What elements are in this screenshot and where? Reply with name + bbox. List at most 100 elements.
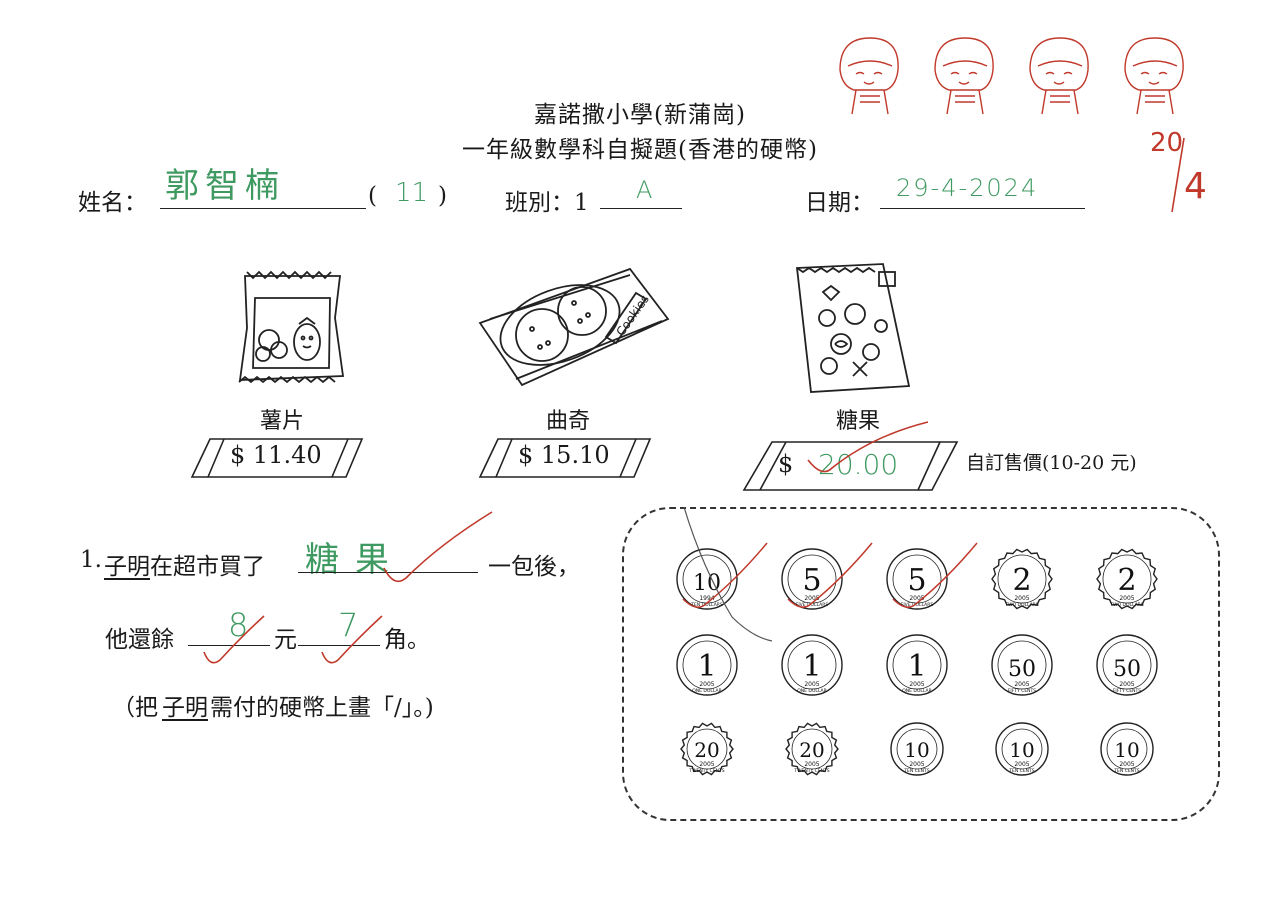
coin-rim [1001,728,1043,770]
item-name-candy: 糖果 [835,409,880,434]
coin-edge [785,722,839,776]
coin-value: 5 [907,563,926,598]
answer-item-line [298,572,478,573]
coin-year: 2005 [1119,595,1134,602]
coin-rim [686,728,728,770]
question-text-2: 一包後， [488,554,580,580]
score-mark: 20 4 [1150,128,1220,218]
number-open: ( [368,183,377,209]
coin-edge [995,722,1049,776]
coin-year: 2005 [1119,761,1134,768]
coin-value: 20 [799,738,824,762]
coin-words: FIVE DOLLARS [901,602,934,608]
coin-words: FIFTY CENTS [1113,688,1141,694]
coin-value: 1 [907,649,926,684]
coin-year: 2005 [909,595,924,602]
instruction-open: （把 [112,695,158,721]
score-value: 20 [1150,128,1184,158]
name-value: 郭智楠 [165,166,285,206]
coin-year: 2005 [1014,595,1029,602]
question-name: 子明 [104,554,150,580]
coin-value: 20 [694,738,719,762]
tick-mark [203,615,265,664]
coin-rim [682,640,732,690]
coin-value: 1 [802,649,821,684]
coin-year: 2005 [804,681,819,688]
coin-value: 50 [1113,657,1141,682]
answer-ten-cents: 7 [338,606,359,644]
number-value: 11 [395,178,429,208]
coin-words: TWENTY CENTS [793,768,829,774]
tick-mark [807,421,929,473]
coin-words: TWO DOLLARS [1004,602,1039,608]
price-candy-value: 20.00 [818,448,899,481]
coin-value: 5 [802,563,821,598]
worksheet-subtitle: 一年級數學科自擬題(香港的硬幣) [462,137,818,163]
question-text-3: 他還餘 [105,627,174,653]
coin-year: 2005 [699,681,714,688]
coin-year: 2005 [1119,681,1134,688]
tick-mark [383,511,493,583]
coin-edge [1096,548,1158,610]
class-label: 班別：1 [505,190,589,216]
unit-ten-cents: 角。 [384,627,430,653]
potato-chips-icon [238,270,345,384]
price-tag-cookies: $ 15.10 [478,437,653,479]
coin-edge [886,634,948,696]
coin-rim [1102,640,1152,690]
coin-rim [791,728,833,770]
date-line [880,208,1085,209]
class-line [600,208,682,209]
coin-year: 2005 [699,761,714,768]
unit-dollars: 元 [274,627,297,653]
cartoon-girls-stamp [839,37,1184,115]
price-chips: $ 11.40 [230,441,322,469]
price-tag-frame [190,438,364,478]
price-candy-prefix: $ [778,450,794,478]
coin-words: ONE DOLLAR [692,688,722,694]
coin-words: TEN DOLLARS [690,602,723,608]
coin-words: ONE DOLLAR [797,688,827,694]
cookies-icon: Cookies [478,267,670,387]
coin-words: TEN CENTS [903,768,929,774]
coin-words: FIVE DOLLARS [796,602,829,608]
coin-edge [781,634,843,696]
coin-check-mark [787,542,873,608]
item-name-chips: 薯片 [259,409,304,434]
coin-year: 2005 [1014,681,1029,688]
question-text-1: 在超市買了 [150,554,265,580]
answer-dollars: 8 [228,606,249,644]
coin-edge [991,548,1053,610]
candy-bag-icon [795,263,911,393]
coin-rim [997,640,1047,690]
coin-check-mark [682,542,768,608]
coin-rim [892,640,942,690]
coin-edge [1100,722,1154,776]
item-name-cookies: 曲奇 [545,409,590,434]
coin-selection-box [622,507,1220,821]
coin-words: FIFTY CENTS [1008,688,1036,694]
answer-dollars-line [188,645,270,646]
coin-year: 2005 [1014,761,1029,768]
coin-year: 1994 [699,595,714,602]
coin-year: 2005 [804,761,819,768]
coin-value: 10 [1114,738,1139,762]
school-title: 嘉諾撒小學(新蒲崗) [534,102,746,128]
question-number: 1. [80,547,102,573]
